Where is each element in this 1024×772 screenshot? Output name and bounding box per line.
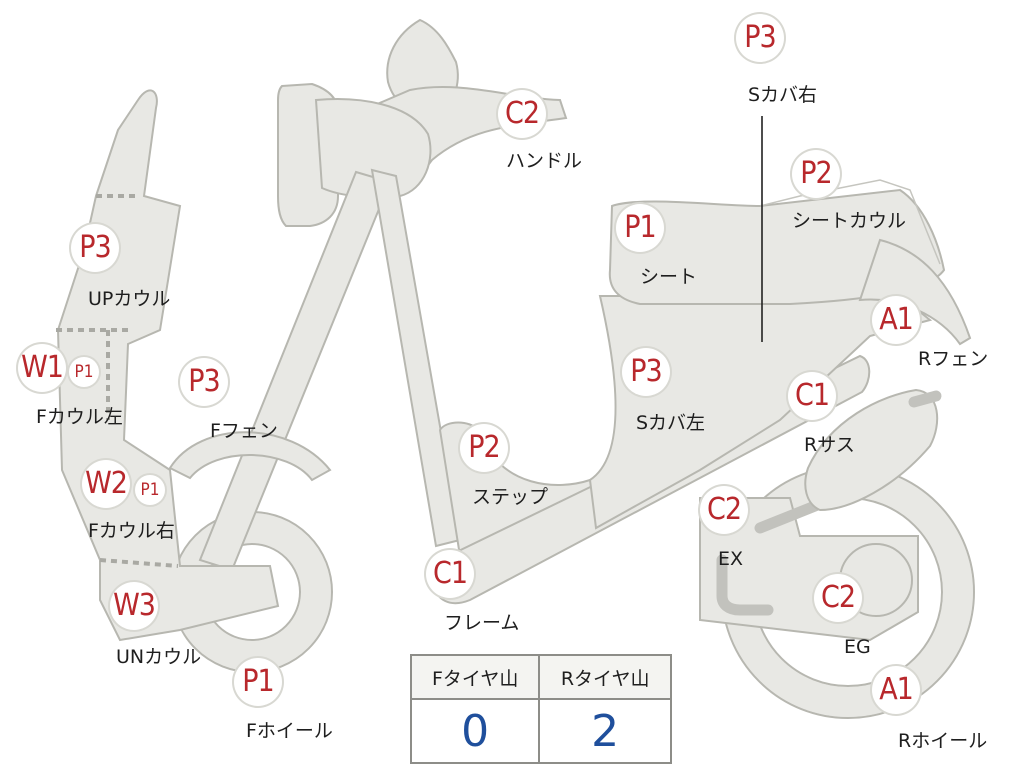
part-label-handlebar: ハンドル [506, 150, 583, 172]
part-code-engine: C2 [814, 574, 862, 622]
front-tire-value: 0 [409, 698, 541, 764]
rear-tire-header: Rタイヤ山 [538, 654, 672, 700]
part-label-engine: EG [844, 636, 871, 658]
part-code-frame: C1 [426, 550, 474, 598]
part-code-front-fender: P3 [180, 358, 228, 406]
part-label-rear-suspension: Rサス [804, 434, 855, 456]
part-code-f-cowl-left: W1 [18, 344, 66, 392]
part-label-s-cover-left: Sカバ左 [636, 412, 706, 434]
part-label-front-wheel: Fホイール [246, 720, 333, 742]
side-cover-shape [588, 295, 933, 530]
part-label-exhaust: EX [718, 548, 744, 570]
part-code-seat: P1 [616, 204, 664, 252]
cowl-seam-middle [56, 328, 130, 420]
part-code-up-cowl: P3 [71, 224, 119, 272]
part-code-f-cowl-right: W2 [82, 460, 130, 508]
shock-pin-shape [908, 390, 942, 408]
part-label-step: ステップ [472, 486, 549, 508]
part-code-rear-suspension: C1 [788, 372, 836, 420]
part-label-under-cowl: UNカウル [116, 646, 202, 668]
part-code-under-cowl: W3 [110, 582, 158, 630]
rear-tire-value: 2 [538, 698, 672, 764]
part-label-rear-wheel: Rホイール [898, 730, 988, 752]
part-label-s-cover-right: Sカバ右 [748, 84, 818, 106]
seat-shape [608, 188, 946, 305]
part-code-s-cover-left: P3 [622, 348, 670, 396]
part-label-front-fender: Fフェン [210, 420, 278, 442]
part-code-exhaust: C2 [700, 486, 748, 534]
part-code-s-cover-right: P3 [736, 14, 784, 62]
exhaust-pipe-shape [716, 554, 774, 616]
part-label-up-cowl: UPカウル [88, 288, 171, 310]
part-code-handlebar: C2 [498, 90, 546, 138]
front-fork-shape [198, 170, 392, 572]
tire-tread-table: Fタイヤ山 Rタイヤ山 0 2 [409, 654, 672, 764]
tire-table-header-row: Fタイヤ山 Rタイヤ山 [409, 654, 672, 700]
part-label-seat: シート [640, 266, 698, 288]
part-label-f-cowl-right: Fカウル右 [88, 520, 175, 542]
part-code-rear-fender: A1 [872, 296, 920, 344]
part-code-front-wheel: P1 [234, 658, 282, 706]
frame-down-tube-shape [370, 168, 462, 548]
front-fender-shape [168, 431, 332, 482]
part-label-f-cowl-left: Fカウル左 [36, 406, 123, 428]
part-code-seat-cowl: P2 [792, 150, 840, 198]
part-label-rear-fender: Rフェン [918, 348, 989, 370]
rear-shock-shape [804, 388, 939, 512]
part-code-step: P2 [460, 424, 508, 472]
cowl-seam-lower [99, 558, 179, 568]
part-label-seat-cowl: シートカウル [792, 210, 907, 232]
part-label-frame: フレーム [444, 612, 520, 634]
part-subcode-f-cowl-right: P1 [135, 475, 165, 505]
part-code-rear-wheel: A1 [872, 666, 920, 714]
part-subcode-f-cowl-left: P1 [69, 357, 99, 387]
front-tire-header: Fタイヤ山 [409, 654, 541, 700]
tire-table-value-row: 0 2 [409, 698, 672, 764]
seat-cowl-seam [759, 179, 941, 265]
